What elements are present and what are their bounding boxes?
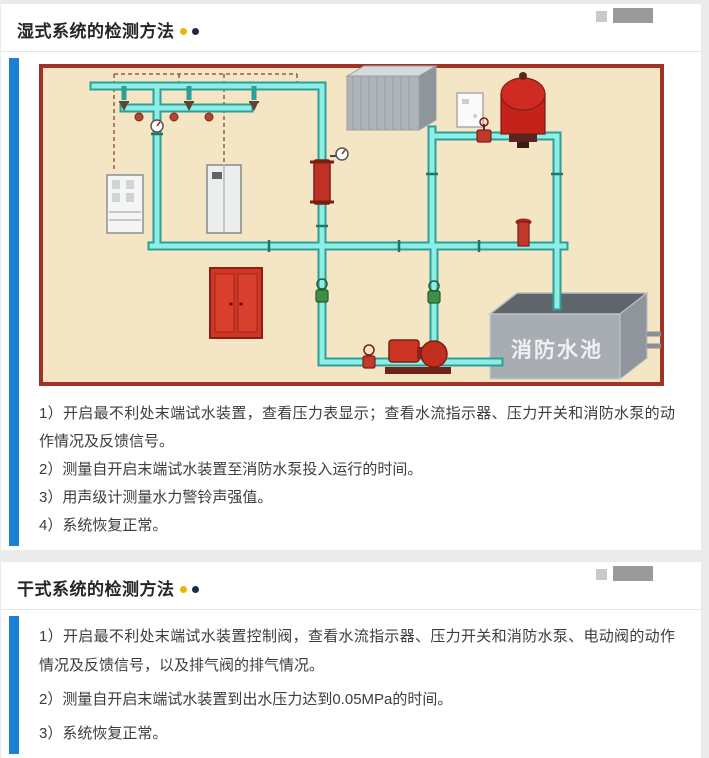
dark-dot-icon	[191, 586, 199, 593]
gate-valve-icons	[315, 117, 532, 369]
alarm-control-panel	[106, 174, 144, 234]
section-header: 湿式系统的检测方法	[1, 4, 701, 51]
section-dry-system: 干式系统的检测方法 1）开启最不利处末端试水装置控制阀，查看水流指示器、压力开关…	[1, 562, 701, 758]
step-item: 4）系统恢复正常。	[39, 517, 168, 534]
section-title: 干式系统的检测方法	[17, 580, 175, 599]
step-item: 3）用声级计测量水力警铃声强值。	[39, 489, 273, 506]
section-content: 1）开启最不利处末端试水装置控制阀，查看水流指示器、压力开关和消防水泵、电动阀的…	[1, 610, 701, 758]
step-item: 1）开启最不利处末端试水装置控制阀，查看水流指示器、压力开关和消防水泵、电动阀的…	[39, 628, 675, 674]
divider	[1, 609, 701, 610]
step-item: 2）测量自开启末端试水装置至消防水泵投入运行的时间。	[39, 461, 423, 478]
resize-handle-icon[interactable]	[596, 11, 607, 22]
detection-steps: 1）开启最不利处末端试水装置，查看压力表显示；查看水流指示器、压力开关和消防水泵…	[39, 400, 675, 540]
pump-control-cabinet	[209, 267, 263, 339]
blue-accent-bar	[9, 58, 19, 546]
fire-pump	[385, 339, 451, 374]
pressure-gauge-icon	[150, 119, 349, 161]
alarm-valve	[310, 159, 334, 205]
yellow-dot-icon	[179, 586, 187, 593]
rooftop-unit	[345, 65, 438, 131]
yellow-dot-icon	[179, 28, 187, 35]
step-item: 3）系统恢复正常。	[39, 725, 168, 742]
fire-water-tank	[487, 291, 661, 381]
scroll-handles	[596, 8, 653, 23]
sprinkler-system-diagram: 消防水池	[39, 64, 675, 386]
divider	[1, 51, 701, 52]
step-item: 1）开启最不利处末端试水装置，查看压力表显示；查看水流指示器、压力开关和消防水泵…	[39, 405, 675, 450]
section-wet-system: 湿式系统的检测方法	[1, 4, 701, 550]
fire-system-diagram-svg: 消防水池	[39, 64, 664, 386]
section-title: 湿式系统的检测方法	[17, 22, 175, 41]
scrollbar-thumb[interactable]	[613, 566, 653, 581]
blue-accent-bar	[9, 616, 19, 754]
pressure-tank	[500, 72, 546, 148]
detection-steps: 1）开启最不利处末端试水装置控制阀，查看水流指示器、压力开关和消防水泵、电动阀的…	[39, 622, 675, 748]
sprinkler-heads	[119, 101, 259, 112]
step-item: 2）测量自开启末端试水装置到出水压力达到0.05MPa的时间。	[39, 691, 453, 708]
scrollbar-thumb[interactable]	[613, 8, 653, 23]
section-header: 干式系统的检测方法	[1, 562, 701, 609]
resize-handle-icon[interactable]	[596, 569, 607, 580]
scroll-handles	[596, 566, 653, 581]
control-cabinet	[206, 164, 242, 234]
wall-panel	[456, 92, 484, 128]
dark-dot-icon	[191, 28, 199, 35]
tank-label: 消防水池	[511, 338, 603, 362]
section-content: 消防水池 1）开启最不利处末端试水装置，查看压力表显示；查看水流指示器、压力开关…	[1, 52, 701, 550]
